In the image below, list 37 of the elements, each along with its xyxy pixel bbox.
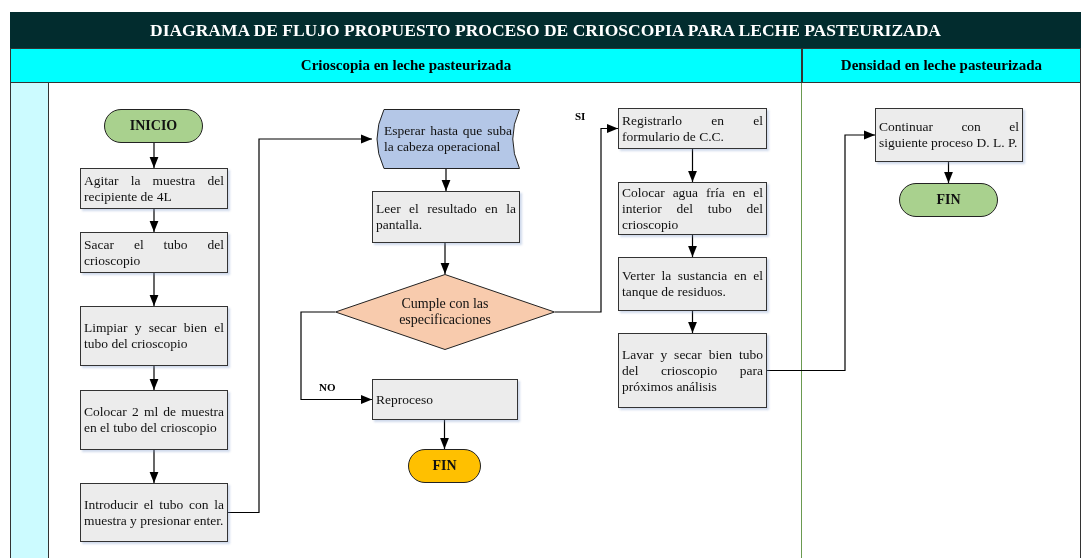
process-box: Agitar la muestra del recipiente de 4L bbox=[80, 168, 228, 209]
arrow bbox=[149, 142, 159, 169]
arrow bbox=[440, 242, 450, 275]
arrow bbox=[688, 148, 697, 183]
process-box: Colocar agua fría en el interior del tubo del crioscopio bbox=[618, 182, 767, 235]
arrow bbox=[441, 168, 451, 192]
edge-label: SI bbox=[574, 110, 587, 122]
process-box: Colocar 2 ml de muestra en el tubo del crioscopio bbox=[80, 390, 228, 450]
arrow bbox=[149, 449, 159, 484]
arrow bbox=[688, 310, 697, 334]
process-box: Limpiar y secar bien el tubo del crioscopio bbox=[80, 306, 228, 366]
lane-header: Crioscopia en leche pasteurizada bbox=[10, 48, 802, 83]
process-box: Lavar y secar bien tubo del crioscopio para próximos análisis bbox=[618, 333, 767, 408]
process-box: Leer el resultado en la pantalla. bbox=[372, 191, 520, 243]
arrow bbox=[766, 130, 876, 372]
terminal-pill: FIN bbox=[408, 449, 481, 483]
decision-diamond: Cumple con las especificaciones bbox=[335, 274, 555, 350]
process-box: Verter la sustancia en el tanque de residuos. bbox=[618, 257, 767, 311]
edge-label: NO bbox=[318, 381, 337, 393]
arrow bbox=[149, 208, 159, 233]
arrow bbox=[688, 234, 697, 258]
arrow bbox=[440, 419, 449, 450]
title-bar: DIAGRAMA DE FLUJO PROPUESTO PROCESO DE CRIOSCOPIA PARA LECHE PASTEURIZADA bbox=[10, 12, 1081, 48]
arrow bbox=[300, 311, 373, 404]
terminal-pill: INICIO bbox=[104, 109, 203, 143]
lane-header: Densidad en leche pasteurizada bbox=[802, 48, 1081, 83]
process-box: Introducir el tubo con la muestra y presionar enter. bbox=[80, 483, 228, 542]
arrow bbox=[227, 134, 373, 514]
process-box: Continuar con el siguiente proceso D. L. P. bbox=[875, 108, 1023, 162]
arrow bbox=[944, 161, 953, 184]
arrow bbox=[149, 365, 159, 391]
terminal-pill: FIN bbox=[899, 183, 998, 217]
process-box: Sacar el tubo del crioscopio bbox=[80, 232, 228, 273]
process-box: Reproceso bbox=[372, 379, 518, 420]
process-box: Registrarlo en el formulario de C.C. bbox=[618, 108, 767, 149]
arrow bbox=[554, 124, 619, 313]
arrow bbox=[149, 272, 159, 307]
